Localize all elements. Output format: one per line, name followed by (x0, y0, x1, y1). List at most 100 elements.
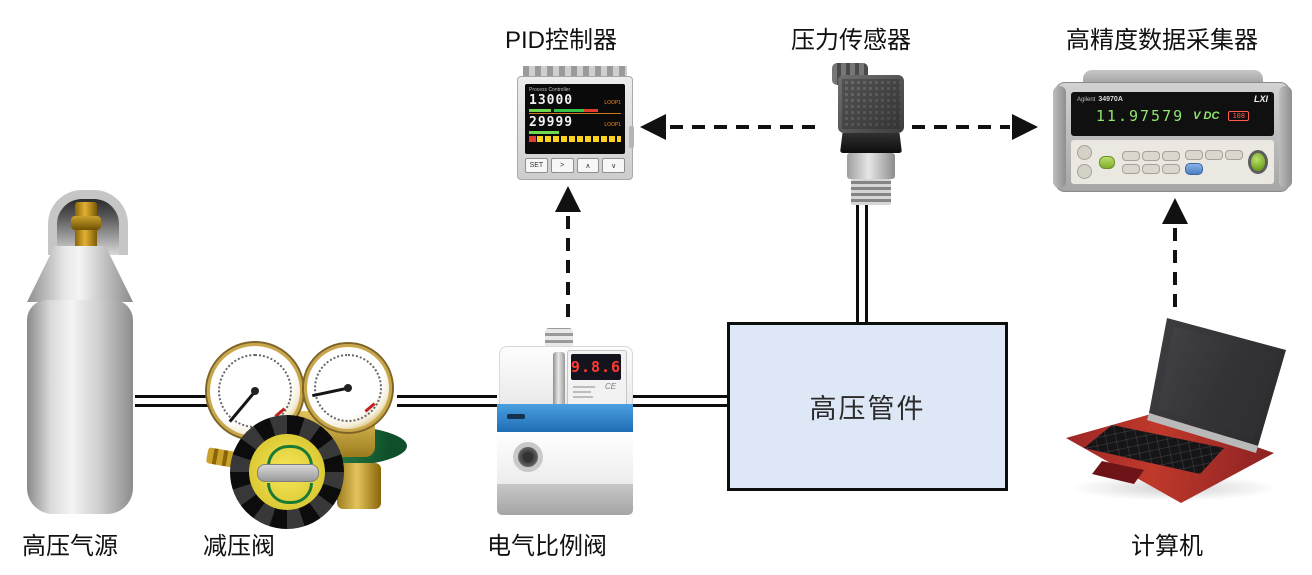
signal-line-sensor-to-pid (670, 125, 820, 129)
daq-unit-label: V DC (1193, 110, 1220, 122)
connector-head (838, 75, 904, 133)
lxi-logo: LXI (1253, 94, 1268, 104)
daq-brand-block: Agilent 34970A (1077, 96, 1123, 103)
segment-indicator-bar (529, 136, 621, 142)
daq-display: Agilent 34970A LXI 11.97579 V DC 108 (1071, 92, 1274, 136)
controller-screen: Process Controller 13000 LOOP1 29999 LOO… (525, 84, 625, 154)
pressure-reducing-valve (205, 333, 410, 529)
status-text-bar (529, 109, 551, 112)
down-button: ∨ (602, 158, 625, 173)
module-text-line (573, 391, 591, 393)
status-text-bar (529, 131, 559, 134)
gauge-hub (344, 384, 352, 392)
loop2-row: 29999 LOOP1 (529, 115, 621, 130)
sensor-body (847, 153, 895, 179)
gauge-hub (251, 387, 259, 395)
pipe-cylinder-to-reducing-valve (135, 395, 212, 407)
electric-proportional-valve: 9.8.6 CE (497, 328, 633, 515)
shift-button: > (550, 158, 574, 173)
daq-config-buttons (1122, 150, 1180, 174)
daq-left-buttons (1077, 145, 1092, 179)
label-proportional-valve: 电气比例阀 (487, 533, 607, 560)
arrowhead-up-pid-icon (555, 186, 581, 212)
valve-stem (553, 352, 565, 414)
screen-divider (529, 113, 621, 114)
process-value-1: 13000 (529, 93, 574, 108)
arrowhead-up-daq-icon (1162, 198, 1188, 224)
valve-display: 9.8.6 (571, 354, 621, 380)
ce-mark: CE (605, 382, 617, 391)
module-text-line (573, 396, 593, 398)
daq-button (1162, 150, 1180, 161)
daq-measure-buttons (1185, 149, 1243, 175)
data-acquisition-unit: Agilent 34970A LXI 11.97579 V DC 108 (1053, 70, 1292, 192)
arrowhead-left-icon (640, 114, 666, 140)
pressure-gauge-right (302, 342, 394, 434)
loop1-row: 13000 LOOP1 (529, 93, 621, 108)
label-computer: 计算机 (1131, 533, 1203, 560)
valve-base (497, 484, 633, 515)
loop2-status-row (529, 131, 621, 134)
label-pressure-sensor: 压力传感器 (791, 27, 911, 54)
cylinder-body (27, 300, 133, 514)
module-text-line (573, 386, 595, 388)
signal-line-sensor-to-daq (912, 125, 1010, 129)
loop1-tag: LOOP1 (604, 100, 621, 106)
valve-port (513, 442, 543, 472)
panel-latch (629, 126, 634, 148)
label-daq: 高精度数据采集器 (1066, 27, 1258, 54)
daq-button (1205, 149, 1223, 160)
pid-controller: Process Controller 13000 LOOP1 29999 LOO… (517, 66, 634, 180)
output-bar (554, 109, 598, 112)
daq-front-panel (1071, 140, 1274, 184)
daq-channel-badge: 108 (1228, 111, 1250, 121)
controller-buttons: SET > ∧ ∨ (525, 158, 625, 173)
knob-label-band (257, 464, 319, 482)
loop2-tag: LOOP1 (604, 122, 621, 128)
daq-bumper-left (1053, 86, 1066, 188)
label-reducing-valve: 减压阀 (203, 533, 275, 560)
set-button: SET (525, 158, 548, 173)
daq-green-button (1099, 155, 1115, 169)
label-gas-source: 高压气源 (22, 533, 118, 560)
daq-rotary-knob (1248, 150, 1268, 174)
sensor-hex-nut (840, 133, 902, 153)
loop1-status-row (529, 109, 621, 112)
pressure-sensor (820, 63, 910, 205)
process-value-2: 29999 (529, 115, 574, 130)
daq-button (1122, 163, 1140, 174)
signal-line-propvalve-to-pid (566, 216, 570, 320)
label-pid-controller: PID控制器 (505, 27, 618, 54)
daq-bumper-right (1279, 86, 1292, 188)
cylinder-valve-knob (71, 216, 101, 230)
pipe-prop-valve-to-box (621, 395, 727, 407)
valve-slot (507, 414, 525, 419)
daq-display-header: Agilent 34970A LXI (1077, 94, 1268, 104)
pipe-sensor-to-box (856, 198, 868, 322)
daq-button (1185, 149, 1203, 160)
screen-title: Process Controller (529, 87, 571, 93)
daq-power-button (1077, 164, 1092, 179)
daq-button (1077, 145, 1092, 160)
box-label: 高压管件 (809, 394, 926, 424)
up-button: ∧ (576, 158, 600, 173)
sensor-thread (851, 179, 891, 205)
outlet-nut (337, 463, 381, 509)
pipe-reducing-valve-to-prop-valve (397, 395, 497, 407)
laptop-computer (1050, 300, 1305, 515)
daq-brand: Agilent (1077, 96, 1096, 103)
arrowhead-right-icon (1012, 114, 1038, 140)
gas-cylinder (20, 188, 140, 516)
daq-button (1122, 150, 1140, 161)
daq-button (1142, 150, 1160, 161)
daq-blue-button (1185, 162, 1203, 175)
daq-reading: 11.97579 (1095, 107, 1185, 125)
connector-texture (842, 79, 900, 129)
daq-button (1162, 163, 1180, 174)
gauge-ticks (313, 353, 383, 423)
signal-line-computer-to-daq (1173, 228, 1177, 316)
daq-model: 34970A (1098, 95, 1123, 103)
daq-button (1142, 163, 1160, 174)
daq-reading-row: 11.97579 V DC 108 (1077, 107, 1268, 125)
